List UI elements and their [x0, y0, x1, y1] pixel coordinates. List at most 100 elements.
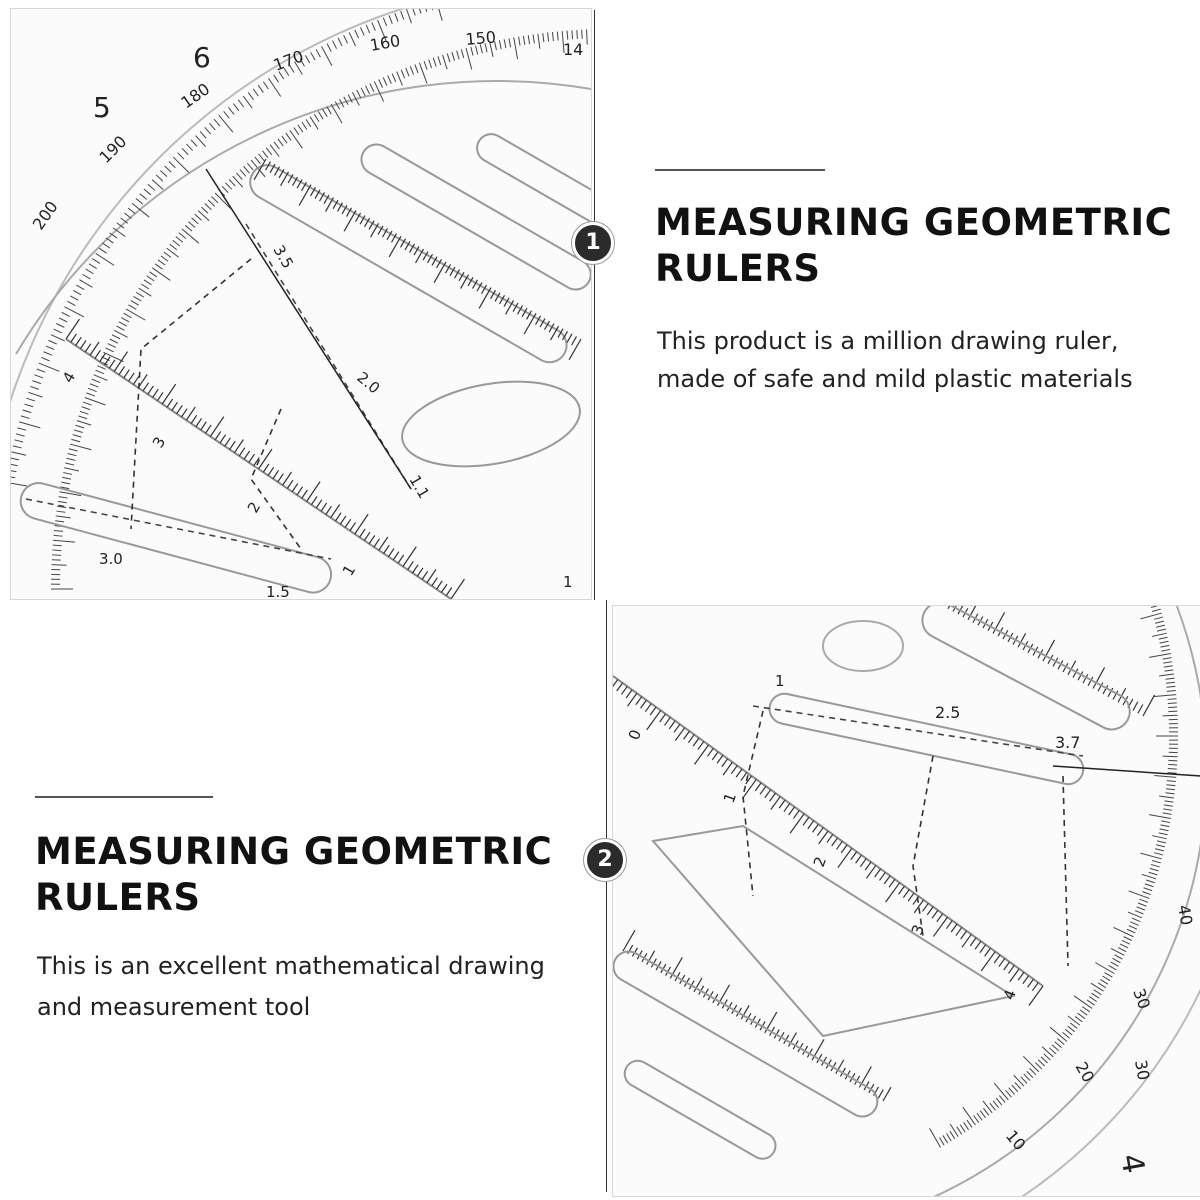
tick-mark	[1086, 999, 1095, 1006]
tick-mark	[478, 287, 492, 309]
divider-line-bottom	[606, 600, 607, 1192]
tick-mark	[711, 751, 719, 761]
tick-mark	[11, 482, 28, 487]
tick-mark	[840, 844, 848, 854]
tick-mark	[1009, 968, 1020, 983]
tick-mark	[1163, 804, 1173, 807]
tick-mark	[314, 189, 321, 199]
tick-mark	[445, 264, 452, 274]
tick-mark	[999, 1095, 1006, 1103]
tick-mark	[942, 1135, 949, 1144]
tick-mark	[1130, 921, 1139, 926]
tick-mark	[243, 450, 251, 460]
tick-mark	[53, 534, 63, 537]
tick-mark	[11, 451, 27, 456]
tick-mark	[613, 679, 619, 688]
tick-mark	[262, 150, 269, 159]
tick-mark	[111, 334, 121, 340]
tick-mark	[64, 306, 85, 318]
tick-mark	[397, 554, 405, 564]
tick-mark	[360, 27, 365, 36]
tick-mark	[11, 470, 17, 473]
tick-mark	[1155, 620, 1165, 624]
tick-mark	[404, 240, 411, 251]
tick-mark	[556, 31, 559, 41]
tick-mark	[107, 343, 116, 348]
tick-mark	[330, 504, 341, 519]
dashed-line-1	[742, 710, 764, 897]
tick-mark	[88, 387, 97, 393]
tick-mark	[301, 181, 308, 192]
tick-mark	[406, 9, 412, 24]
scale-label: 2	[244, 499, 264, 516]
tick-mark	[1149, 814, 1171, 819]
tick-mark	[874, 868, 882, 878]
tick-mark	[1028, 985, 1044, 1006]
tick-mark	[57, 500, 67, 504]
tick-mark	[194, 213, 202, 221]
tick-mark	[112, 227, 126, 238]
tick-mark	[272, 470, 280, 480]
tick-mark	[548, 323, 555, 333]
tick-mark	[716, 754, 724, 764]
tick-mark	[649, 706, 657, 716]
tick-mark	[262, 81, 269, 90]
tick-mark	[289, 129, 303, 149]
arc-label: 20	[1072, 1059, 1099, 1086]
tick-mark	[218, 114, 234, 133]
tick-mark	[1159, 828, 1169, 832]
tick-mark	[770, 796, 781, 810]
tick-mark	[394, 13, 399, 22]
tick-mark	[1161, 820, 1171, 824]
tick-mark	[118, 321, 128, 327]
tick-mark	[489, 42, 494, 58]
tick-mark	[683, 730, 690, 740]
tick-mark	[1077, 671, 1084, 681]
tick-mark	[418, 62, 428, 84]
tick-mark	[93, 374, 108, 381]
tick-mark	[211, 196, 219, 204]
tick-mark	[168, 161, 176, 169]
tick-mark	[382, 228, 389, 238]
tick-mark	[1161, 648, 1171, 652]
tick-mark	[154, 263, 163, 270]
tick-mark	[221, 185, 229, 193]
tick-mark	[659, 713, 667, 723]
tick-mark	[41, 357, 50, 362]
slot-4	[19, 482, 333, 594]
tick-mark	[1062, 1032, 1070, 1039]
tick-mark	[481, 284, 488, 294]
tick-mark	[983, 1107, 990, 1116]
tick-mark	[55, 515, 71, 519]
tick-mark	[280, 171, 290, 187]
side-label: 30	[1131, 1058, 1153, 1081]
tick-mark	[377, 19, 387, 41]
tick-mark	[166, 247, 179, 258]
tick-mark	[17, 427, 27, 431]
tick-mark	[268, 77, 282, 97]
tick-mark	[286, 479, 294, 489]
tick-mark	[85, 268, 94, 275]
tick-mark	[343, 210, 357, 232]
tick-mark	[826, 834, 834, 843]
tick-mark	[258, 153, 265, 162]
tick-mark	[415, 248, 425, 264]
tick-mark	[974, 940, 982, 950]
tick-mark	[166, 398, 174, 408]
tick-mark	[197, 210, 210, 222]
tick-mark	[89, 341, 100, 356]
tick-mark	[949, 1123, 959, 1137]
arc-ticks	[11, 9, 591, 590]
tick-mark	[527, 35, 531, 45]
tick-mark	[1054, 1041, 1062, 1049]
tick-mark	[547, 32, 550, 42]
tick-mark	[343, 96, 349, 106]
tick-mark	[51, 564, 67, 566]
tick-mark	[576, 30, 578, 40]
tick-mark	[143, 188, 152, 196]
tick-mark	[706, 747, 714, 757]
tick-mark	[373, 81, 385, 102]
tick-mark	[190, 414, 198, 424]
tick-mark	[59, 491, 82, 497]
tick-mark	[330, 103, 343, 124]
